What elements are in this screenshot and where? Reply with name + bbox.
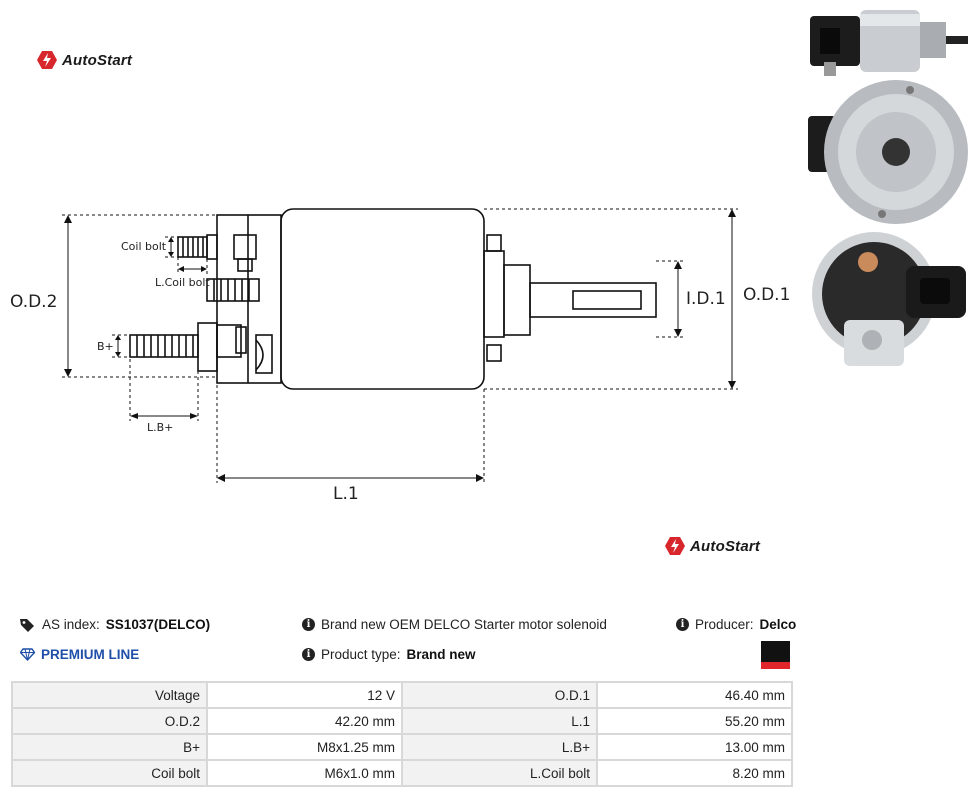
spec-label: O.D.2 [11, 707, 208, 735]
table-row: B+ M8x1.25 mm L.B+ 13.00 mm [11, 733, 793, 761]
specs-table: Voltage 12 V O.D.1 46.40 mm O.D.2 42.20 … [11, 681, 793, 787]
product-type-label: Product type: [321, 647, 401, 662]
description-text: Brand new OEM DELCO Starter motor soleno… [321, 617, 607, 632]
spec-label: L.B+ [401, 733, 598, 761]
spec-value: 42.20 mm [206, 707, 403, 735]
spec-value: M6x1.0 mm [206, 759, 403, 787]
label-od2: O.D.2 [10, 292, 57, 312]
spec-label: O.D.1 [401, 681, 598, 709]
diamond-icon [20, 648, 35, 661]
as-index-value: SS1037(DELCO) [105, 617, 211, 632]
brand-color-swatch [761, 641, 790, 669]
spec-value: 55.20 mm [596, 707, 793, 735]
producer-label: Producer: [695, 617, 754, 632]
label-l-coil-bolt: L.Coil bolt [155, 276, 210, 289]
label-l1: L.1 [333, 484, 359, 504]
spec-label: B+ [11, 733, 208, 761]
info-icon: i [676, 618, 689, 631]
brand-logo-bottom[interactable]: AutoStart [664, 536, 760, 556]
spec-value: 46.40 mm [596, 681, 793, 709]
label-b-plus: B+ [97, 340, 114, 353]
brand-name: AutoStart [62, 51, 133, 69]
spec-value: 8.20 mm [596, 759, 793, 787]
product-type-value: Brand new [406, 647, 476, 662]
spec-value: M8x1.25 mm [206, 733, 403, 761]
spec-label: Voltage [11, 681, 208, 709]
product-type: i Product type: Brand new [302, 647, 476, 662]
table-row: O.D.2 42.20 mm L.1 55.20 mm [11, 707, 793, 735]
label-od1: O.D.1 [743, 285, 790, 305]
product-photo-back [808, 80, 968, 224]
label-id1: I.D.1 [686, 289, 726, 309]
as-index-label: AS index: [42, 617, 100, 632]
spec-label: L.1 [401, 707, 598, 735]
product-photo-side [810, 10, 968, 76]
label-l-b-plus: L.B+ [147, 421, 173, 434]
tags-icon [20, 618, 34, 632]
product-description: i Brand new OEM DELCO Starter motor sole… [302, 617, 607, 632]
swatch-dark [761, 641, 790, 662]
premium-line[interactable]: PREMIUM LINE [20, 647, 139, 662]
product-photo-front [812, 232, 966, 366]
brand-name: AutoStart [690, 537, 761, 555]
premium-line-label: PREMIUM LINE [41, 647, 140, 662]
autostart-logo-icon [37, 51, 57, 69]
autostart-logo-icon [665, 537, 685, 555]
table-row: Coil bolt M6x1.0 mm L.Coil bolt 8.20 mm [11, 759, 793, 787]
brand-logo-top[interactable]: AutoStart [36, 50, 132, 70]
swatch-red [761, 662, 790, 669]
as-index: AS index: SS1037(DELCO) [20, 617, 210, 632]
spec-label: L.Coil bolt [401, 759, 598, 787]
solenoid-drawing: O.D.2 O.D.1 I.D.1 L.1 Coil bolt L.Coil b… [10, 208, 790, 504]
producer: i Producer: Delco [676, 617, 796, 632]
spec-value: 13.00 mm [596, 733, 793, 761]
info-icon: i [302, 648, 315, 661]
spec-label: Coil bolt [11, 759, 208, 787]
spec-value: 12 V [206, 681, 403, 709]
label-coil-bolt: Coil bolt [121, 240, 167, 253]
table-row: Voltage 12 V O.D.1 46.40 mm [11, 681, 793, 709]
producer-value: Delco [759, 617, 797, 632]
info-icon: i [302, 618, 315, 631]
